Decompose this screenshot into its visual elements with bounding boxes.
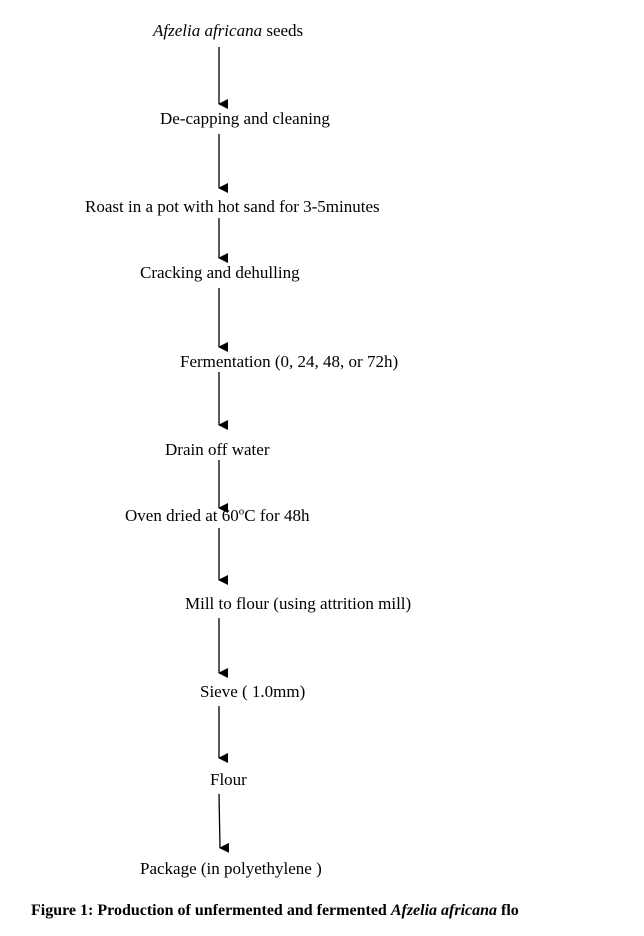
step-roast: Roast in a pot with hot sand for 3-5minu… [85, 197, 380, 216]
caption-suffix: flo [497, 902, 519, 919]
caption-species: Afzelia africana [390, 902, 498, 919]
caption-prefix: Figure 1: Production of unfermented and … [31, 902, 391, 919]
step-seeds: Afzelia africana seeds [153, 21, 303, 41]
step-seeds-text: seeds [262, 21, 304, 40]
step-oven-dry: Oven dried at 60oC for 48h [125, 506, 309, 526]
step-package: Package (in polyethylene ) [140, 859, 322, 878]
step-fermentation: Fermentation (0, 24, 48, or 72h) [180, 352, 399, 371]
step-sieve: Sieve ( 1.0mm) [200, 682, 306, 701]
degree-sup: o [238, 505, 245, 518]
step-decapping: De-capping and cleaning [160, 109, 330, 128]
figure-caption: Figure 1: Production of unfermented and … [31, 902, 519, 920]
step-oven-dry-unit: C for 48h [244, 506, 310, 525]
species-name: Afzelia africana [153, 21, 263, 40]
step-drain: Drain off water [165, 440, 270, 459]
arrow-10 [218, 793, 230, 853]
step-flour: Flour [210, 770, 247, 789]
step-cracking: Cracking and dehulling [140, 263, 300, 282]
step-mill: Mill to flour (using attrition mill) [185, 594, 412, 613]
step-oven-dry-text: Oven dried at 60 [125, 506, 239, 525]
